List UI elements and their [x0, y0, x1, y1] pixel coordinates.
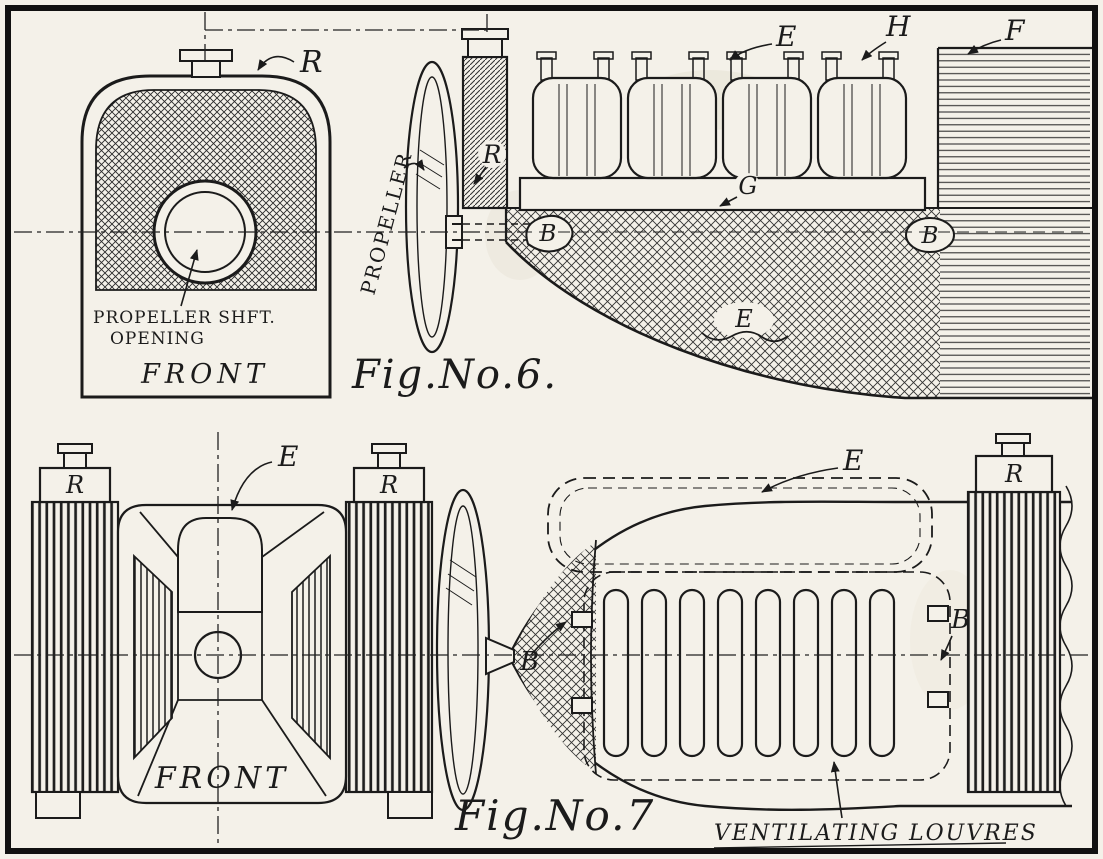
label-crankcase: G: [738, 172, 757, 200]
cylinder-2: [626, 51, 718, 180]
label-shaft-opening-line2: OPENING: [110, 329, 205, 349]
fig7-propeller: [435, 488, 515, 812]
label-engine-front: E: [277, 440, 298, 473]
cylinder-4: [816, 51, 908, 180]
leader-bearer-left-plan: [530, 621, 567, 656]
caption-front-fig7: FRONT: [154, 761, 289, 796]
fig6-top-leaders: [403, 39, 1002, 185]
label-left-radiator-front: R: [65, 471, 84, 499]
left-radiator-core: [30, 500, 120, 794]
leader-shaft-opening: [180, 249, 199, 307]
caption-front-fig6: FRONT: [140, 359, 269, 390]
leader-H: [861, 41, 887, 61]
plan-radiator-core: [966, 490, 1062, 794]
cowl-diagonals: [137, 511, 327, 797]
label-hull-engine: E: [734, 305, 753, 333]
caption-ventilating-louvres: VENTILATING LOUVRES: [714, 821, 1038, 846]
leader-propeller: [403, 159, 425, 171]
filler-neck: [191, 59, 221, 78]
bearer-left-blob: [525, 214, 574, 253]
fig6-hull-labels: [525, 173, 955, 343]
fig6-engine: [518, 51, 927, 212]
bearer-blocks: [571, 605, 949, 714]
label-bearer-right-plan: B: [950, 605, 970, 635]
hull-crosshatch: [506, 208, 940, 398]
right-radiator-foot: [387, 791, 433, 819]
fig6-radiator-front-view: [80, 49, 332, 399]
leader-bearer-right-plan: [940, 635, 953, 661]
cylinder-1: [531, 51, 623, 180]
nose-cone-hatch: [512, 542, 596, 772]
louvres-underline: [713, 842, 1007, 849]
leader-R-front: [257, 55, 295, 71]
label-bearer-right: B: [921, 223, 939, 249]
label-radiator-front: R: [299, 45, 323, 80]
engine-plan-dashed: [547, 477, 933, 573]
hull-engine-blob: [714, 302, 774, 338]
label-bearer-left-plan: B: [519, 647, 539, 677]
fig6-fuselage: [936, 46, 1092, 398]
plan-radiator-tank: [974, 454, 1054, 494]
leader-engine-plan: [761, 467, 839, 493]
leader-engine-front: [230, 461, 273, 511]
label-engine: E: [775, 20, 796, 53]
label-fuselage: F: [1004, 14, 1026, 47]
bearer-right-blob: [905, 217, 955, 253]
left-louvre-panel: [133, 553, 173, 761]
hull-bottom-curve: [505, 241, 1092, 400]
right-radiator-tank: [352, 466, 426, 504]
leader-R-side: [473, 166, 487, 185]
label-hatch: H: [885, 10, 911, 43]
label-radiator-side: R: [482, 140, 502, 169]
leader-louvres: [830, 761, 843, 819]
caption-fig6: Fig.No.6.: [351, 352, 558, 398]
label-engine-plan: E: [842, 444, 863, 477]
fig7-radiator-plan: [966, 433, 1062, 794]
fig6-propeller-shaft: [452, 223, 545, 241]
label-radiator-plan: R: [1004, 460, 1023, 488]
right-louvre-panel: [291, 553, 331, 761]
leader-E: [729, 43, 773, 61]
louvre-panel-dashed: [583, 571, 951, 781]
spinner: [485, 636, 515, 676]
fig7-plan-view: [435, 433, 1073, 849]
leader-F: [967, 39, 1002, 55]
right-radiator-core: [344, 500, 434, 794]
engine-dome-front: [177, 517, 263, 613]
label-right-radiator-front: R: [379, 471, 398, 499]
break-line: [1059, 485, 1073, 807]
fig6-radiator-side: [461, 28, 509, 210]
label-bearer-left: B: [539, 221, 557, 247]
filler-cap: [179, 49, 233, 62]
caption-fig7: Fig.No.7: [454, 791, 655, 840]
hull-engine-wavy-line: [701, 330, 789, 343]
left-radiator-foot: [35, 791, 81, 819]
ventilating-louvres: [602, 588, 896, 758]
leader-G: [719, 196, 738, 207]
border-frame: [5, 5, 1098, 854]
label-shaft-opening-line1: PROPELLER SHFT.: [93, 308, 276, 328]
centerlines: [14, 12, 1090, 852]
